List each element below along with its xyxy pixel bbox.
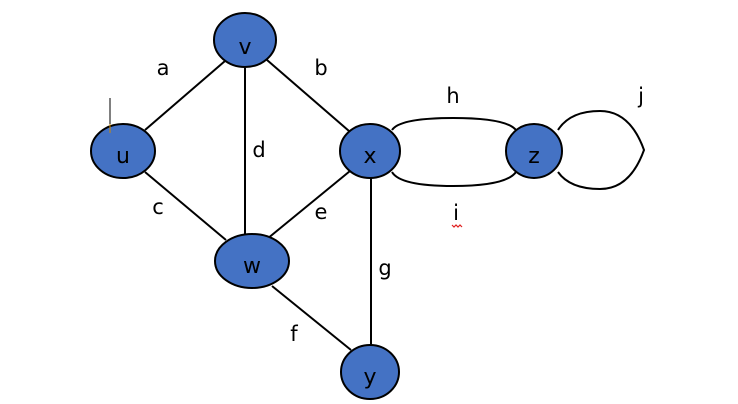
edge-label-g: g	[378, 256, 391, 280]
svg-text:v: v	[238, 35, 251, 60]
svg-text:x: x	[363, 144, 376, 169]
edge-b	[266, 59, 350, 132]
edge-label-f: f	[290, 322, 298, 346]
svg-text:y: y	[363, 365, 376, 390]
svg-text:w: w	[243, 254, 261, 279]
edge-label-h: h	[446, 84, 459, 108]
edge-label-b: b	[314, 56, 327, 80]
node-y: y	[340, 344, 400, 400]
edge-label-i: i	[453, 201, 459, 225]
node-x: x	[339, 123, 401, 179]
edge-label-e: e	[315, 200, 328, 224]
edge-j	[557, 109, 646, 191]
edge-h	[391, 116, 517, 131]
edge-c	[144, 171, 227, 241]
node-w: w	[214, 233, 290, 289]
edge-e	[266, 170, 351, 240]
edge-label-j: j	[637, 84, 644, 108]
edge-label-d: d	[252, 138, 265, 162]
node-v: v	[213, 12, 277, 68]
spellcheck-squiggle	[451, 224, 463, 228]
edge-f	[271, 285, 352, 351]
edge-a	[144, 60, 226, 131]
edge-i	[391, 171, 517, 188]
node-u: u	[90, 123, 156, 179]
edge-label-a: a	[157, 56, 170, 80]
svg-text:u: u	[116, 144, 130, 169]
svg-text:z: z	[528, 144, 540, 169]
node-z: z	[505, 123, 563, 179]
edge-label-c: c	[152, 195, 164, 219]
